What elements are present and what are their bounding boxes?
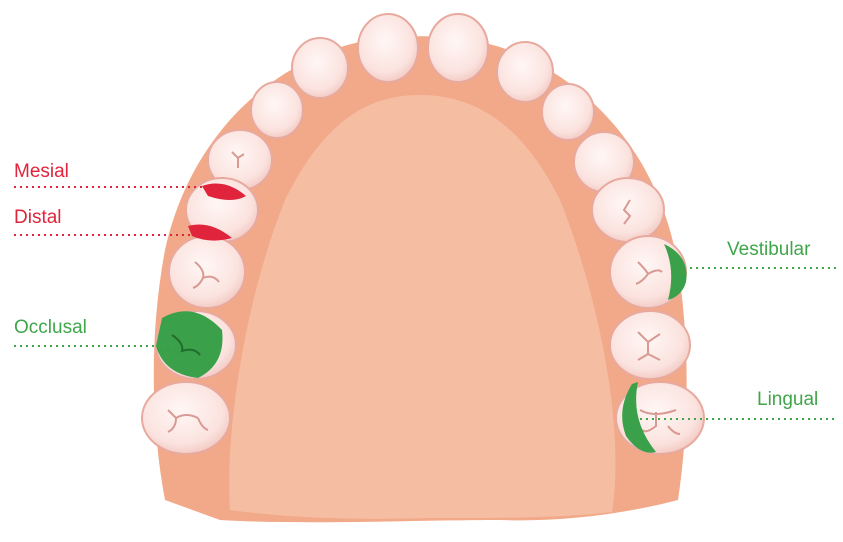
tooth <box>592 178 664 242</box>
tooth <box>542 84 594 140</box>
lingual-label: Lingual <box>757 390 818 409</box>
tooth <box>497 42 553 102</box>
tooth <box>292 38 348 98</box>
mesial-label: Mesial <box>14 162 69 181</box>
tooth <box>251 82 303 138</box>
vestibular-label: Vestibular <box>727 240 810 259</box>
tooth <box>358 14 418 82</box>
tooth <box>169 236 245 308</box>
tooth <box>428 14 488 82</box>
distal-label: Distal <box>14 208 62 227</box>
tooth <box>142 382 230 454</box>
occlusal-label: Occlusal <box>14 318 87 337</box>
tooth <box>610 311 690 379</box>
